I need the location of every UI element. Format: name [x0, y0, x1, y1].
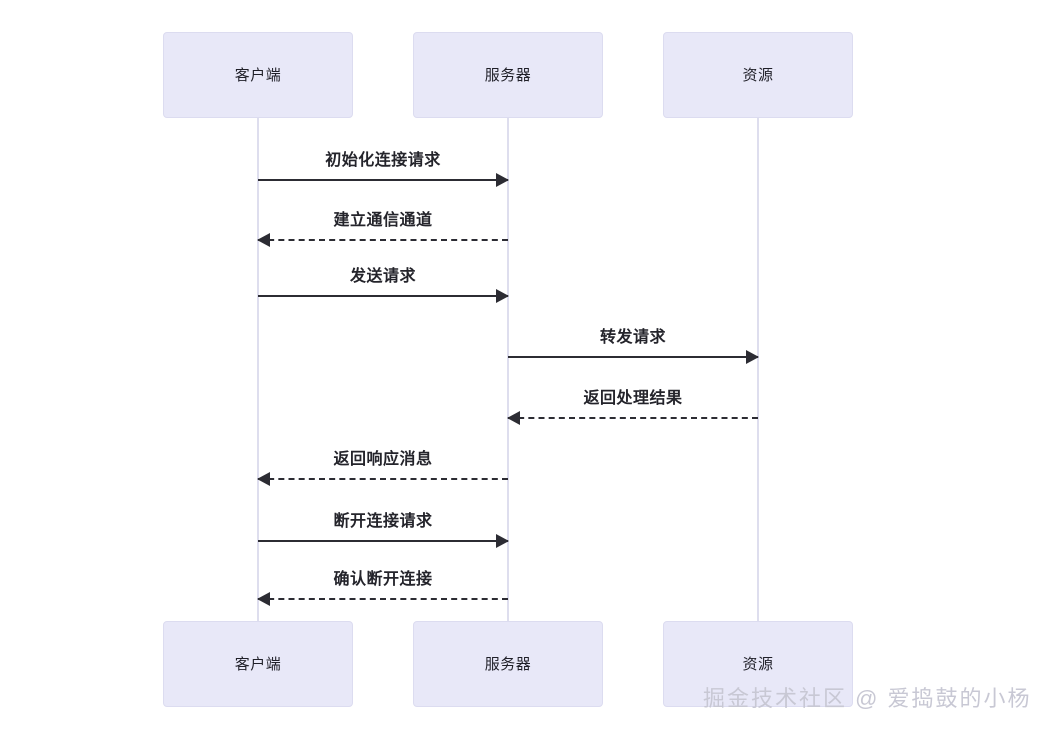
participant-label: 资源	[742, 655, 774, 673]
message-label: 返回处理结果	[583, 390, 683, 407]
participant-box-client-bottom[interactable]: 客户端	[163, 621, 353, 707]
message-label: 转发请求	[599, 329, 666, 346]
message-label: 返回响应消息	[333, 451, 433, 468]
message-line-solid	[258, 295, 508, 297]
watermark: 掘金技术社区 @ 爱捣鼓的小杨	[703, 686, 1032, 711]
message-line-dashed	[508, 417, 758, 419]
participant-label: 客户端	[234, 655, 282, 673]
message-line-dashed	[258, 239, 508, 241]
participant-label: 客户端	[234, 66, 282, 84]
arrowhead-right-icon	[496, 173, 509, 187]
arrowhead-right-icon	[746, 350, 759, 364]
participant-label: 资源	[742, 66, 774, 84]
lifeline-client	[257, 118, 259, 621]
message-label: 发送请求	[349, 268, 416, 285]
participant-box-server-top[interactable]: 服务器	[413, 32, 603, 118]
message-label: 建立通信通道	[333, 212, 433, 229]
message-line-dashed	[258, 478, 508, 480]
participant-box-client-top[interactable]: 客户端	[163, 32, 353, 118]
arrowhead-left-icon	[257, 233, 270, 247]
participant-label: 服务器	[484, 655, 532, 673]
message-line-solid	[258, 179, 508, 181]
message-label: 初始化连接请求	[325, 152, 441, 169]
arrowhead-left-icon	[507, 411, 520, 425]
participant-label: 服务器	[484, 66, 532, 84]
message-line-solid	[258, 540, 508, 542]
message-line-dashed	[258, 598, 508, 600]
participant-box-resource-bottom[interactable]: 资源	[663, 621, 853, 707]
arrowhead-left-icon	[257, 592, 270, 606]
message-line-solid	[508, 356, 758, 358]
participant-box-server-bottom[interactable]: 服务器	[413, 621, 603, 707]
arrowhead-right-icon	[496, 534, 509, 548]
lifeline-resource	[757, 118, 759, 621]
message-label: 断开连接请求	[333, 513, 433, 530]
arrowhead-left-icon	[257, 472, 270, 486]
lifeline-server	[507, 118, 509, 621]
message-label: 确认断开连接	[333, 571, 433, 588]
arrowhead-right-icon	[496, 289, 509, 303]
participant-box-resource-top[interactable]: 资源	[663, 32, 853, 118]
